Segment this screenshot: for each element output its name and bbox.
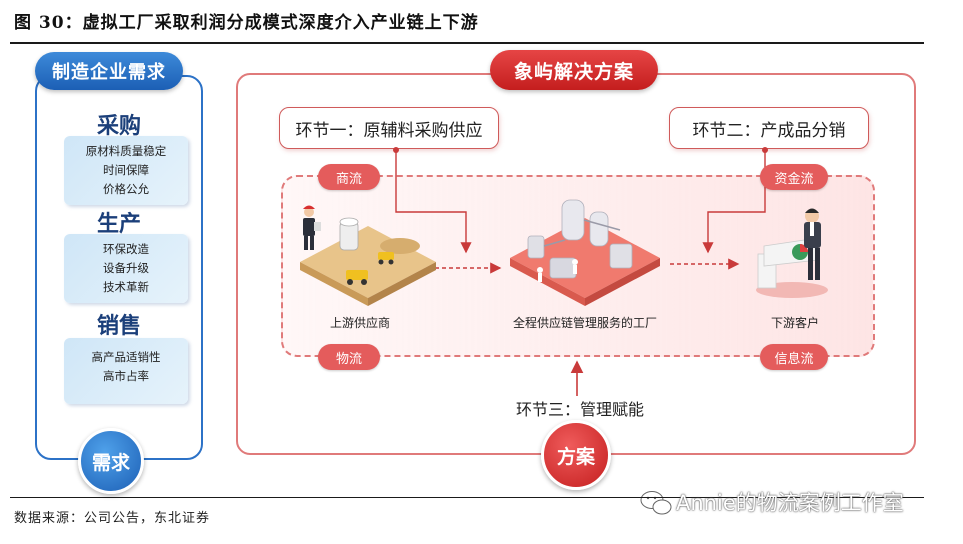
information-flow-tag: 信息流	[760, 344, 828, 370]
factory-label: 全程供应链管理服务的工厂	[512, 316, 657, 330]
demand-circle: 需求	[78, 428, 144, 494]
production-box: 环保改造 设备升级 技术革新	[64, 234, 188, 303]
stage-three-label: 环节三：管理赋能	[515, 400, 644, 419]
production-item: 环保改造	[103, 242, 149, 256]
solution-header-pill: 象屿解决方案	[490, 50, 658, 90]
production-item: 技术革新	[103, 280, 149, 294]
sales-item: 高产品适销性	[91, 350, 161, 364]
wechat-icon	[640, 491, 672, 515]
watermark: Annie的物流案例工作室	[640, 486, 904, 518]
title-rule	[10, 42, 924, 44]
sales-item: 高市占率	[103, 369, 149, 383]
production-item: 设备升级	[103, 261, 149, 275]
watermark-text: Annie的物流案例工作室	[676, 491, 904, 515]
footer-rule	[10, 497, 924, 498]
procurement-item: 原材料质量稳定	[85, 144, 167, 158]
watermark-icon-space	[640, 490, 670, 514]
procurement-heading: 采购	[96, 114, 141, 139]
procurement-item: 价格公允	[103, 182, 149, 196]
stage-two-box: 环节二：产成品分销	[669, 107, 869, 149]
factory-illustration	[510, 199, 660, 306]
stage-two-connector	[702, 147, 768, 254]
stage-one-box: 环节一：原辅料采购供应	[279, 107, 499, 149]
procurement-box: 原材料质量稳定 时间保障 价格公允	[64, 136, 188, 205]
figure-title: 图 30：虚拟工厂采取利润分成模式深度介入产业链上下游	[14, 13, 479, 33]
supplier-label: 上游供应商	[329, 316, 390, 330]
capital-flow-tag: 资金流	[760, 164, 828, 190]
customer-label: 下游客户	[770, 316, 819, 330]
sales-heading: 销售	[96, 314, 141, 339]
procurement-item: 时间保障	[103, 163, 149, 177]
logistics-flow-tag: 物流	[318, 344, 380, 370]
source-note: 数据来源：公司公告，东北证券	[14, 511, 211, 526]
stage-one-connector	[393, 147, 472, 254]
solution-circle: 方案	[541, 420, 611, 490]
commerce-flow-tag: 商流	[318, 164, 380, 190]
supplier-illustration	[300, 205, 436, 306]
production-heading: 生产	[96, 212, 141, 237]
sales-box: 高产品适销性 高市占率	[64, 338, 188, 404]
customer-illustration	[756, 208, 828, 298]
demand-header-pill: 制造企业需求	[35, 52, 183, 90]
